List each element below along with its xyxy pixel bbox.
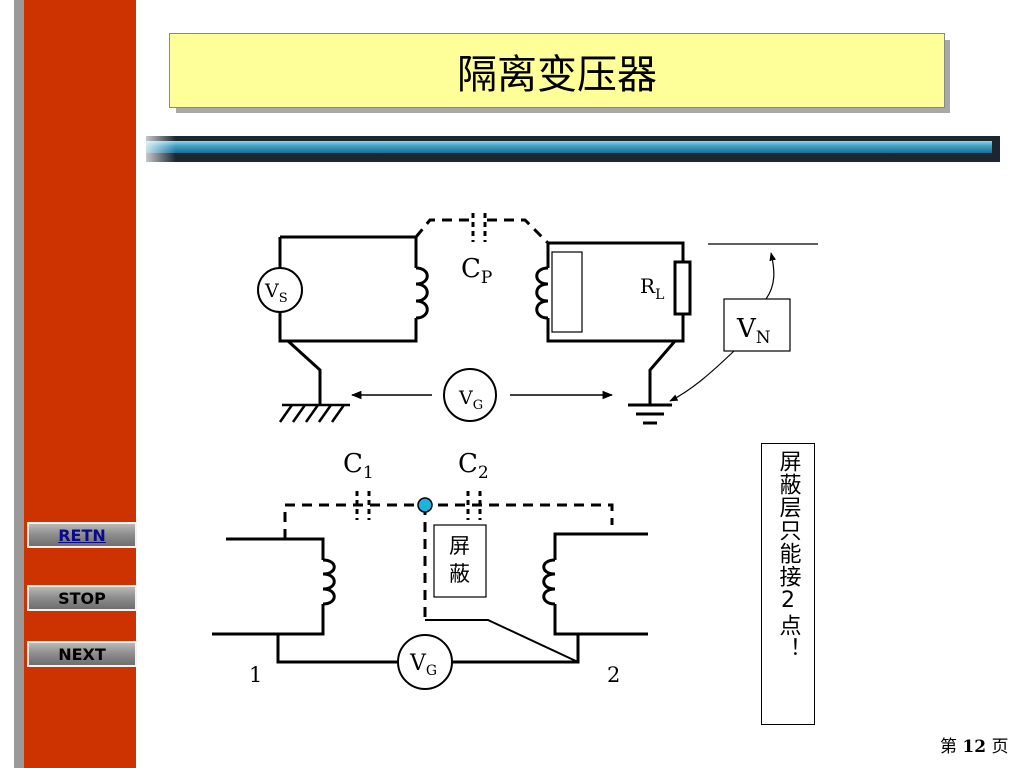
note-text: 屏蔽层只能接2点！ bbox=[775, 450, 801, 660]
right-winding-top bbox=[553, 532, 648, 560]
c1-plates bbox=[355, 491, 371, 520]
shield-node bbox=[417, 497, 433, 513]
sidebar bbox=[24, 0, 136, 768]
load-resistor bbox=[673, 260, 692, 316]
secondary-shield-box bbox=[551, 251, 583, 333]
note-box: 屏蔽层只能接2点！ bbox=[761, 443, 815, 725]
node-label-1: 1 bbox=[249, 663, 262, 687]
vg-circle-bottom bbox=[397, 634, 453, 690]
source-label: VS bbox=[264, 280, 288, 306]
chassis-ground-symbol bbox=[278, 403, 350, 423]
load-ground-wire bbox=[648, 340, 677, 405]
secondary-bottom-wire bbox=[546, 314, 685, 343]
page-number: 第 12 页 bbox=[940, 732, 1008, 757]
page-prefix: 第 bbox=[940, 737, 957, 757]
stop-button[interactable]: STOP bbox=[27, 585, 137, 611]
divider-bar-light bbox=[146, 141, 992, 153]
page-title: 隔离变压器 bbox=[169, 33, 945, 108]
retn-button[interactable]: RETN bbox=[27, 522, 137, 548]
c1-label: C1 bbox=[343, 449, 374, 483]
vn-arrow-up bbox=[765, 252, 777, 300]
left-winding-bottom bbox=[212, 604, 325, 636]
cp-plates bbox=[471, 213, 487, 242]
shield-dashed-top bbox=[283, 503, 614, 539]
node-label-2: 2 bbox=[607, 663, 620, 687]
load-label: RL bbox=[640, 274, 664, 303]
secondary-coil bbox=[535, 266, 549, 320]
page-number-value: 12 bbox=[962, 737, 987, 757]
cp-label: CP bbox=[461, 254, 492, 288]
c2-plates bbox=[466, 491, 482, 520]
source-ground-wire bbox=[286, 339, 322, 405]
right-coil bbox=[542, 558, 556, 606]
shield-ground-link bbox=[425, 619, 579, 663]
vg-label-top: VG bbox=[458, 387, 483, 413]
cp-dashed-path bbox=[414, 218, 550, 245]
page-suffix: 页 bbox=[991, 737, 1009, 757]
c2-label: C2 bbox=[458, 449, 489, 483]
divider-bar-fade bbox=[136, 136, 176, 162]
sidebar-shadow bbox=[14, 0, 26, 768]
vn-label: VN bbox=[736, 314, 771, 348]
source-circle bbox=[257, 267, 303, 313]
next-button[interactable]: NEXT bbox=[27, 641, 137, 667]
vn-box bbox=[723, 298, 791, 352]
secondary-top-wire bbox=[548, 241, 685, 262]
primary-top-wire bbox=[280, 235, 418, 268]
shield-label-2: 蔽 bbox=[449, 562, 470, 586]
bottom-circuit bbox=[212, 532, 648, 664]
left-winding-top bbox=[226, 537, 325, 560]
earth-ground-symbol bbox=[628, 403, 672, 425]
vg-circle-top bbox=[443, 368, 497, 422]
vg-label-bottom: VG bbox=[409, 651, 437, 679]
right-winding-bottom bbox=[553, 604, 648, 636]
shield-label-box bbox=[433, 524, 487, 598]
shield-label-1: 屏 bbox=[449, 534, 470, 558]
primary-coil bbox=[415, 266, 429, 320]
left-coil bbox=[322, 558, 336, 606]
vn-arrow-down bbox=[669, 350, 735, 402]
